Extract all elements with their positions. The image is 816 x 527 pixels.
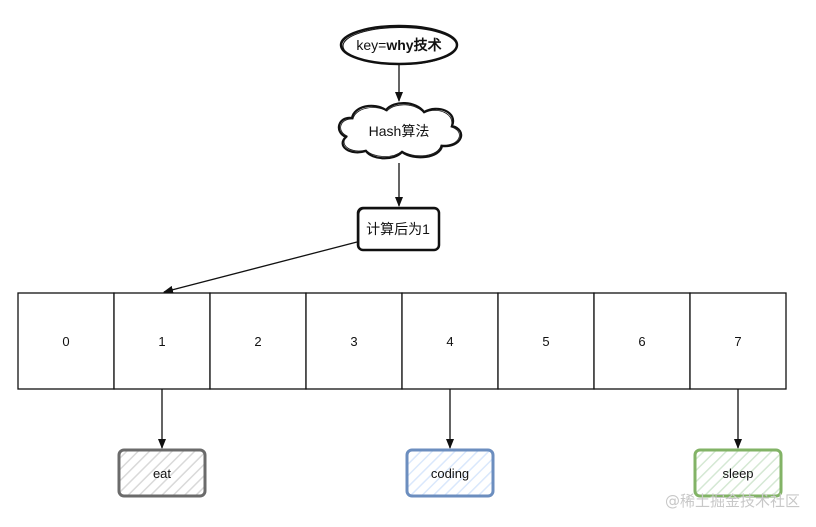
- bucket-cell-border: [305, 292, 403, 390]
- bucket-cell-6: 6: [593, 292, 691, 390]
- bucket-index-label: 3: [350, 334, 357, 349]
- entry-node-eat: eat: [117, 448, 207, 498]
- bucket-index-label: 5: [542, 334, 549, 349]
- bucket-cell-1: 1: [113, 292, 211, 390]
- bucket-index-label: 2: [254, 334, 261, 349]
- bucket-array: 0 1 2 3 4 5 6 7: [17, 292, 787, 390]
- result-label: 计算后为1: [366, 221, 430, 237]
- bucket-cell-border: [497, 292, 595, 390]
- key-node-label: key=why技术: [356, 37, 441, 53]
- bucket-index-label: 0: [62, 334, 69, 349]
- entry-node-coding: coding: [405, 448, 495, 498]
- key-prefix: key=: [356, 37, 386, 53]
- entry-label: coding: [431, 466, 469, 481]
- bucket-cell-0: 0: [17, 292, 115, 390]
- entry-label: sleep: [722, 466, 753, 481]
- bucket-index-label: 6: [638, 334, 645, 349]
- bucket-index-label: 1: [158, 334, 165, 349]
- hash-cloud-label: Hash算法: [369, 123, 430, 139]
- bucket-cell-border: [689, 292, 787, 390]
- result-node: 计算后为1: [356, 206, 441, 252]
- bucket-cell-3: 3: [305, 292, 403, 390]
- bucket-cell-5: 5: [497, 292, 595, 390]
- entry-connectors: [158, 389, 742, 449]
- bucket-index-label: 7: [734, 334, 741, 349]
- hash-cloud-node: Hash算法: [337, 102, 463, 160]
- bucket-cell-border: [17, 292, 115, 390]
- key-value: why技术: [385, 37, 441, 53]
- entry-node-sleep: sleep: [693, 448, 783, 498]
- arrow-result-to-bucket-1: [163, 241, 358, 294]
- bucket-cell-2: 2: [209, 292, 307, 390]
- bucket-cell-7: 7: [689, 292, 787, 390]
- bucket-cell-border: [401, 292, 499, 390]
- entry-box: [693, 448, 783, 498]
- entry-label: eat: [153, 466, 171, 481]
- bucket-cell-4: 4: [401, 292, 499, 390]
- bucket-cell-border: [593, 292, 691, 390]
- watermark-text: @稀土掘金技术社区: [665, 492, 800, 510]
- key-node: key=why技术: [339, 24, 459, 66]
- entry-box: [405, 448, 495, 498]
- entry-nodes: eat coding sleep: [117, 448, 783, 498]
- bucket-cell-border: [113, 292, 211, 390]
- entry-box: [117, 448, 207, 498]
- bucket-index-label: 4: [446, 334, 453, 349]
